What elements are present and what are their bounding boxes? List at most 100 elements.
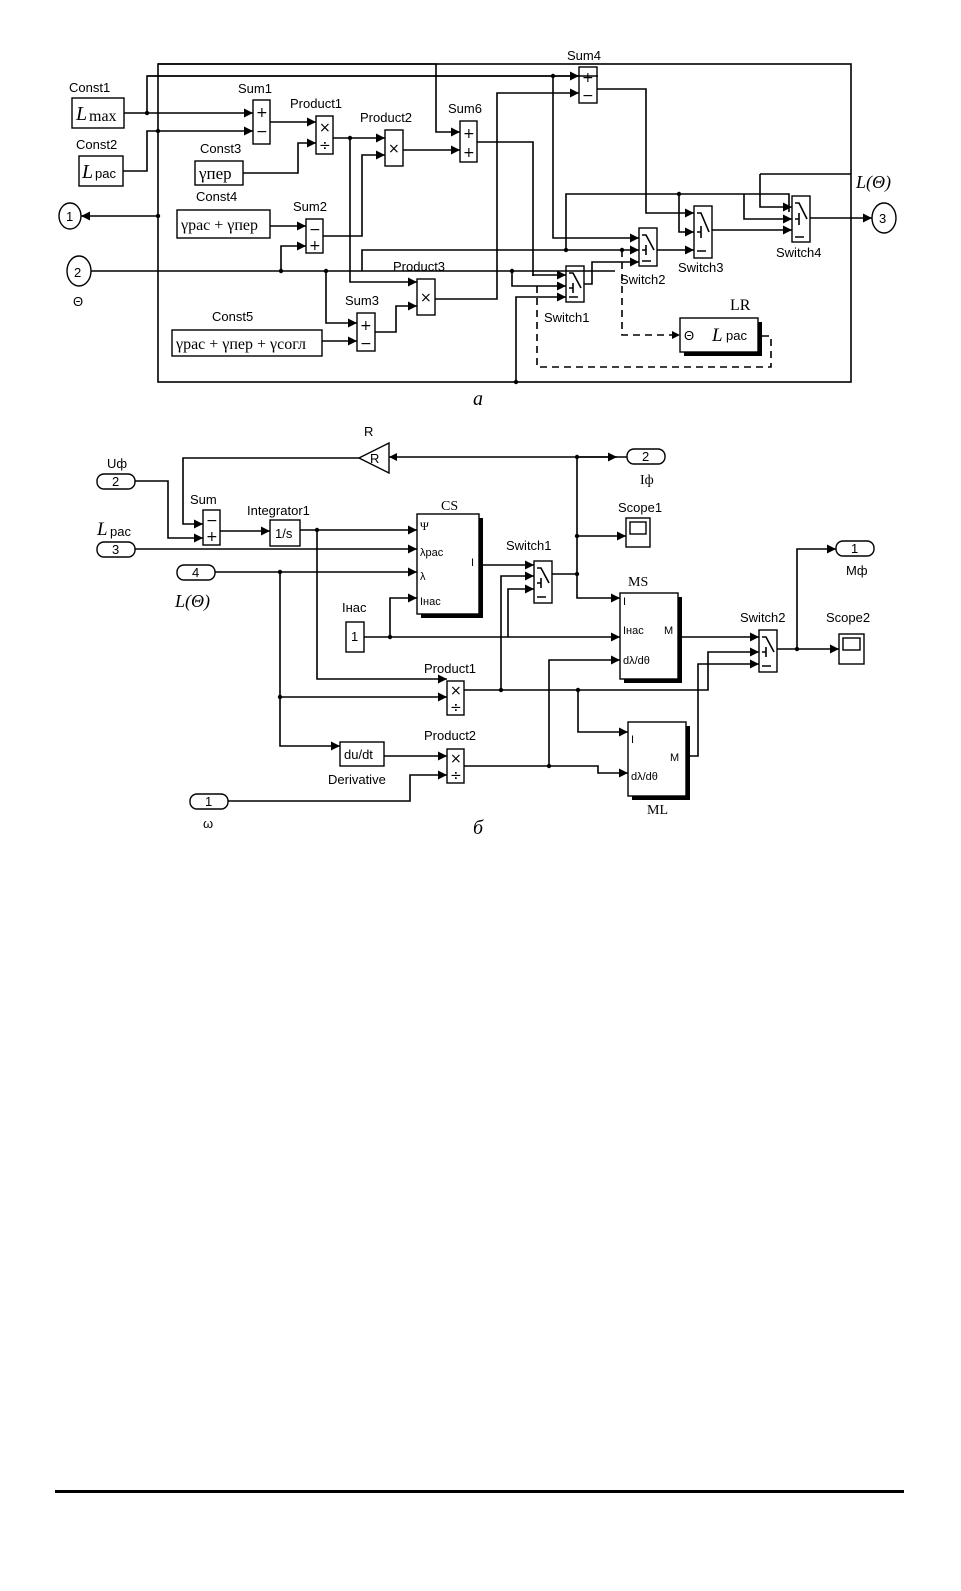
lr-label: LR (730, 297, 751, 314)
switch4-a-label: Switch4 (776, 245, 822, 260)
lr-port-out-sub: рас (726, 328, 747, 343)
switch2-a-label: Switch2 (620, 272, 666, 287)
sum3-sign-1: + (360, 318, 372, 334)
sum-b-block[interactable] (202, 509, 221, 546)
switch3-a[interactable] (693, 205, 713, 259)
const2-label: Const2 (76, 137, 117, 152)
integrator1-block[interactable] (269, 519, 301, 547)
const1-label: Const1 (69, 80, 110, 95)
figure-b: R R 2 Uф 3 L рас 4 L(Θ) 1 ω 2 Iф 1 Mф Su… (96, 424, 875, 839)
page-footer-rule (55, 1490, 904, 1493)
wires-b (135, 452, 839, 802)
sum3-label: Sum3 (345, 293, 379, 308)
inport-2-number: 2 (74, 265, 81, 280)
sum2-sign-2: + (309, 238, 321, 254)
scope2-label: Scope2 (826, 610, 870, 625)
const1-value-sub: max (89, 108, 117, 125)
sum-b-sign-1: − (206, 513, 218, 529)
cs-input-psi: Ψ (420, 519, 429, 533)
const3-value: γпер (198, 164, 232, 183)
const4-label: Const4 (196, 189, 237, 204)
const2-block[interactable] (78, 155, 124, 187)
figure-b-caption: б (473, 817, 484, 839)
const2-value-sub: рас (95, 166, 116, 181)
ml-block[interactable] (627, 721, 687, 797)
inas-const-value: 1 (351, 629, 358, 644)
wires-a (81, 63, 872, 382)
junction-dots-b (277, 454, 800, 769)
const5-block[interactable] (171, 329, 323, 357)
product1-op-1: × (319, 120, 331, 136)
switch2-b[interactable] (758, 629, 778, 673)
const1-block[interactable] (71, 97, 125, 129)
product3-block[interactable] (416, 278, 436, 316)
lr-port-out-main: L (711, 325, 723, 346)
product1-b-op-2: ÷ (450, 700, 462, 716)
product1-block[interactable] (315, 115, 334, 155)
ml-label: ML (647, 803, 668, 818)
ms-output-m: M (664, 625, 673, 637)
sum3-sign-2: − (360, 336, 372, 352)
product3-op: × (420, 290, 432, 306)
outport-1-number: 1 (66, 209, 73, 224)
switch1-b[interactable] (533, 560, 553, 604)
ms-input-inas: Iнас (623, 625, 644, 637)
const5-value: γрас + γпер + γсогл (175, 336, 306, 353)
product1-b-block[interactable] (446, 680, 465, 716)
junction-dots-a (144, 73, 682, 385)
sum6-sign-2: + (463, 145, 475, 161)
gain-r-block[interactable] (357, 441, 390, 475)
scope2-block[interactable] (838, 633, 865, 665)
switch1-a[interactable] (565, 265, 585, 303)
integrator1-label: Integrator1 (247, 503, 310, 518)
outport-i-label: Iф (640, 473, 654, 488)
sum1-sign-2: − (256, 124, 268, 140)
gain-r-label: R (364, 424, 373, 439)
figure-a: Const1 L max Const2 L рас Const3 γпер Co… (58, 48, 897, 410)
sum4-label: Sum4 (567, 48, 601, 63)
inas-const-label: Iнас (342, 600, 367, 615)
sum4-sign-2: − (582, 88, 594, 104)
switch1-a-label: Switch1 (544, 310, 590, 325)
cs-input-lambda: λ (420, 571, 426, 583)
scope1-label: Scope1 (618, 500, 662, 515)
inport-u-label: Uф (107, 456, 127, 471)
inport-lpac-label-main: L (96, 519, 108, 540)
cs-input-inas: Iнас (420, 596, 441, 608)
const4-value: γрас + γпер (180, 217, 258, 234)
lr-block[interactable] (679, 317, 759, 353)
product2-block[interactable] (384, 129, 404, 167)
inport-lpac-label-sub: рас (110, 524, 131, 539)
switch3-a-label: Switch3 (678, 260, 724, 275)
inport-ltheta-number: 4 (192, 565, 199, 580)
switch2-b-label: Switch2 (740, 610, 786, 625)
product2-b-op-1: × (450, 751, 462, 767)
subsystem-frame (157, 63, 852, 383)
inport-ltheta-label: L(Θ) (174, 591, 210, 612)
const5-label: Const5 (212, 309, 253, 324)
product2-b-label: Product2 (424, 728, 476, 743)
product2-label: Product2 (360, 110, 412, 125)
product1-b-op-1: × (450, 683, 462, 699)
gain-r-value: R (370, 451, 379, 466)
sum4-sign-1: + (582, 70, 594, 86)
sum-b-label: Sum (190, 492, 217, 507)
derivative-block[interactable] (339, 741, 385, 767)
scope1-block[interactable] (625, 517, 651, 548)
product1-b-label: Product1 (424, 661, 476, 676)
sum-b-sign-2: + (206, 529, 218, 545)
sum2-label: Sum2 (293, 199, 327, 214)
ms-label: MS (628, 575, 648, 590)
cs-block[interactable] (416, 513, 480, 615)
inport-omega-number: 1 (205, 794, 212, 809)
const1-value-main: L (75, 103, 87, 125)
switch4-a[interactable] (791, 195, 811, 243)
cs-label: CS (441, 499, 458, 514)
inport-omega-label: ω (203, 816, 213, 831)
const4-block[interactable] (176, 209, 271, 239)
switch2-a[interactable] (638, 227, 658, 267)
ms-block[interactable] (619, 592, 679, 680)
product2-b-op-2: ÷ (450, 768, 462, 784)
figure-a-caption: а (473, 388, 483, 410)
